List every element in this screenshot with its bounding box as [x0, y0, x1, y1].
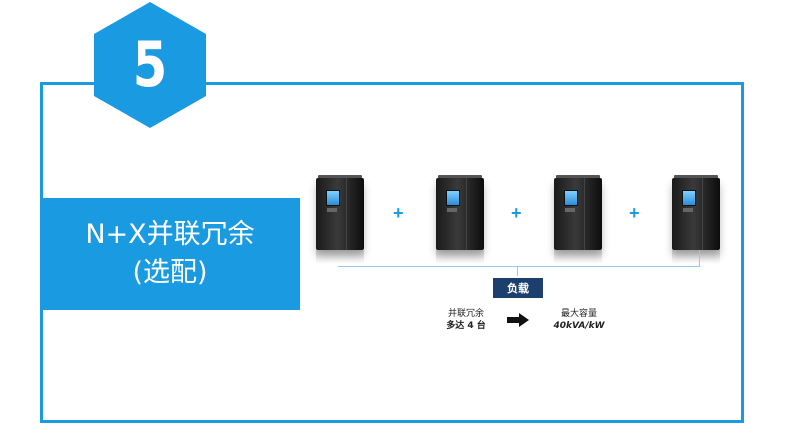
left-caption-line1: 并联冗余 [447, 309, 484, 319]
step-badge: 5 [92, 0, 208, 130]
ups-reflection [436, 250, 484, 264]
step-number: 5 [132, 28, 168, 101]
ups-unit [436, 175, 484, 250]
bus-line-to-load [517, 266, 518, 276]
feature-title-line1: N+X并联冗余 [85, 219, 255, 250]
ups-unit [672, 175, 720, 250]
ups-display-icon [446, 190, 460, 206]
hexagon-shape [94, 2, 206, 128]
plus-sign: + [629, 203, 640, 223]
parallel-diagram: + + + 负载 并联冗余 多达 4 台 最大容量 40kVA/kW [300, 160, 740, 350]
ups-reflection [672, 250, 720, 264]
left-caption-line2: 多达 4 台 [446, 321, 486, 331]
bus-line-horizontal [338, 266, 700, 267]
ups-display-icon [682, 190, 696, 206]
plus-sign: + [393, 203, 404, 223]
ups-unit [316, 175, 364, 250]
ups-display-icon [564, 190, 578, 206]
left-caption: 并联冗余 多达 4 台 [438, 308, 494, 332]
right-caption-line2: 40kVA/kW [553, 321, 605, 331]
feature-title-line2: (选配) [132, 257, 208, 288]
feature-title-box: N+X并联冗余 (选配) [40, 198, 300, 310]
right-caption-line1: 最大容量 [560, 309, 597, 319]
ups-reflection [316, 250, 364, 264]
load-box: 负载 [493, 278, 543, 298]
ups-reflection [554, 250, 602, 264]
ups-display-icon [326, 190, 340, 206]
ups-unit [554, 175, 602, 250]
plus-sign: + [511, 203, 522, 223]
right-caption: 最大容量 40kVA/kW [544, 308, 614, 332]
right-arrow-icon [507, 313, 529, 327]
bus-line-drop [699, 250, 700, 267]
